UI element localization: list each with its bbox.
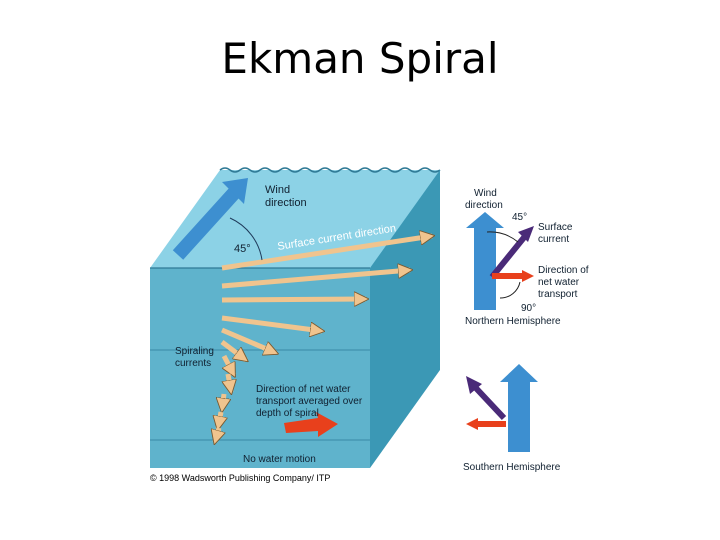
nh-surface-current-arrow [489, 233, 529, 279]
current-arrow-2 [221, 270, 410, 289]
angle-label: 45° [234, 243, 251, 255]
net-transport-label-2: transport averaged over [256, 396, 363, 407]
angle-arc [229, 217, 263, 261]
net-transport-arrow [284, 412, 338, 437]
sh-surface-current-head [466, 376, 482, 394]
net-transport-label: Direction of net water [256, 384, 351, 395]
nh-net-label-2: net water [538, 277, 580, 288]
southern-hemisphere-panel: Southern Hemisphere [463, 364, 561, 473]
nh-wind-label: Wind [474, 188, 497, 199]
water-wave-edge [219, 167, 441, 173]
current-arrow-9 [222, 393, 224, 410]
wind-label-2: direction [265, 197, 307, 209]
nh-surface-current-head [518, 226, 534, 242]
current-arrow-7 [224, 354, 237, 375]
no-water-motion-label: No water motion [243, 454, 316, 465]
current-arrow-3 [221, 299, 366, 300]
current-arrow-10 [218, 411, 221, 428]
nh-angle-45: 45° [512, 212, 527, 223]
spiraling-label: Spiraling [175, 346, 214, 357]
copyright-text: © 1998 Wadsworth Publishing Company/ ITP [150, 473, 330, 483]
current-arrow-8 [228, 373, 231, 392]
spiraling-current-arrows [215, 236, 432, 442]
nh-surface-label: Surface [538, 222, 573, 233]
sh-hemisphere-label: Southern Hemisphere [463, 462, 561, 473]
current-arrow-1 [221, 236, 432, 271]
current-arrow-11 [215, 427, 219, 442]
spiraling-label-2: currents [175, 358, 211, 369]
northern-hemisphere-panel: Wind direction 45° Surface current Direc… [465, 188, 589, 327]
nh-angle-90: 90° [521, 303, 536, 314]
slide-title: Ekman Spiral [221, 34, 499, 83]
nh-wind-arrow [466, 212, 504, 310]
wind-arrow-head [222, 178, 248, 204]
wind-label: Wind [265, 184, 290, 196]
current-arrow-6 [220, 340, 246, 360]
nh-hemisphere-label: Northern Hemisphere [465, 316, 561, 327]
nh-net-label: Direction of [538, 265, 589, 276]
current-arrow-4 [221, 315, 322, 331]
nh-net-label-3: transport [538, 289, 578, 300]
sh-surface-current-arrow [471, 383, 507, 421]
net-transport-label-3: depth of spiral [256, 408, 319, 419]
sh-net-transport-head [466, 418, 478, 430]
wind-arrow [172, 187, 241, 260]
sh-wind-arrow [500, 364, 538, 452]
current-arrow-5 [221, 327, 276, 353]
nh-surface-label-2: current [538, 234, 569, 245]
nh-net-transport-head [522, 270, 534, 282]
nh-wind-label-2: direction [465, 200, 503, 211]
